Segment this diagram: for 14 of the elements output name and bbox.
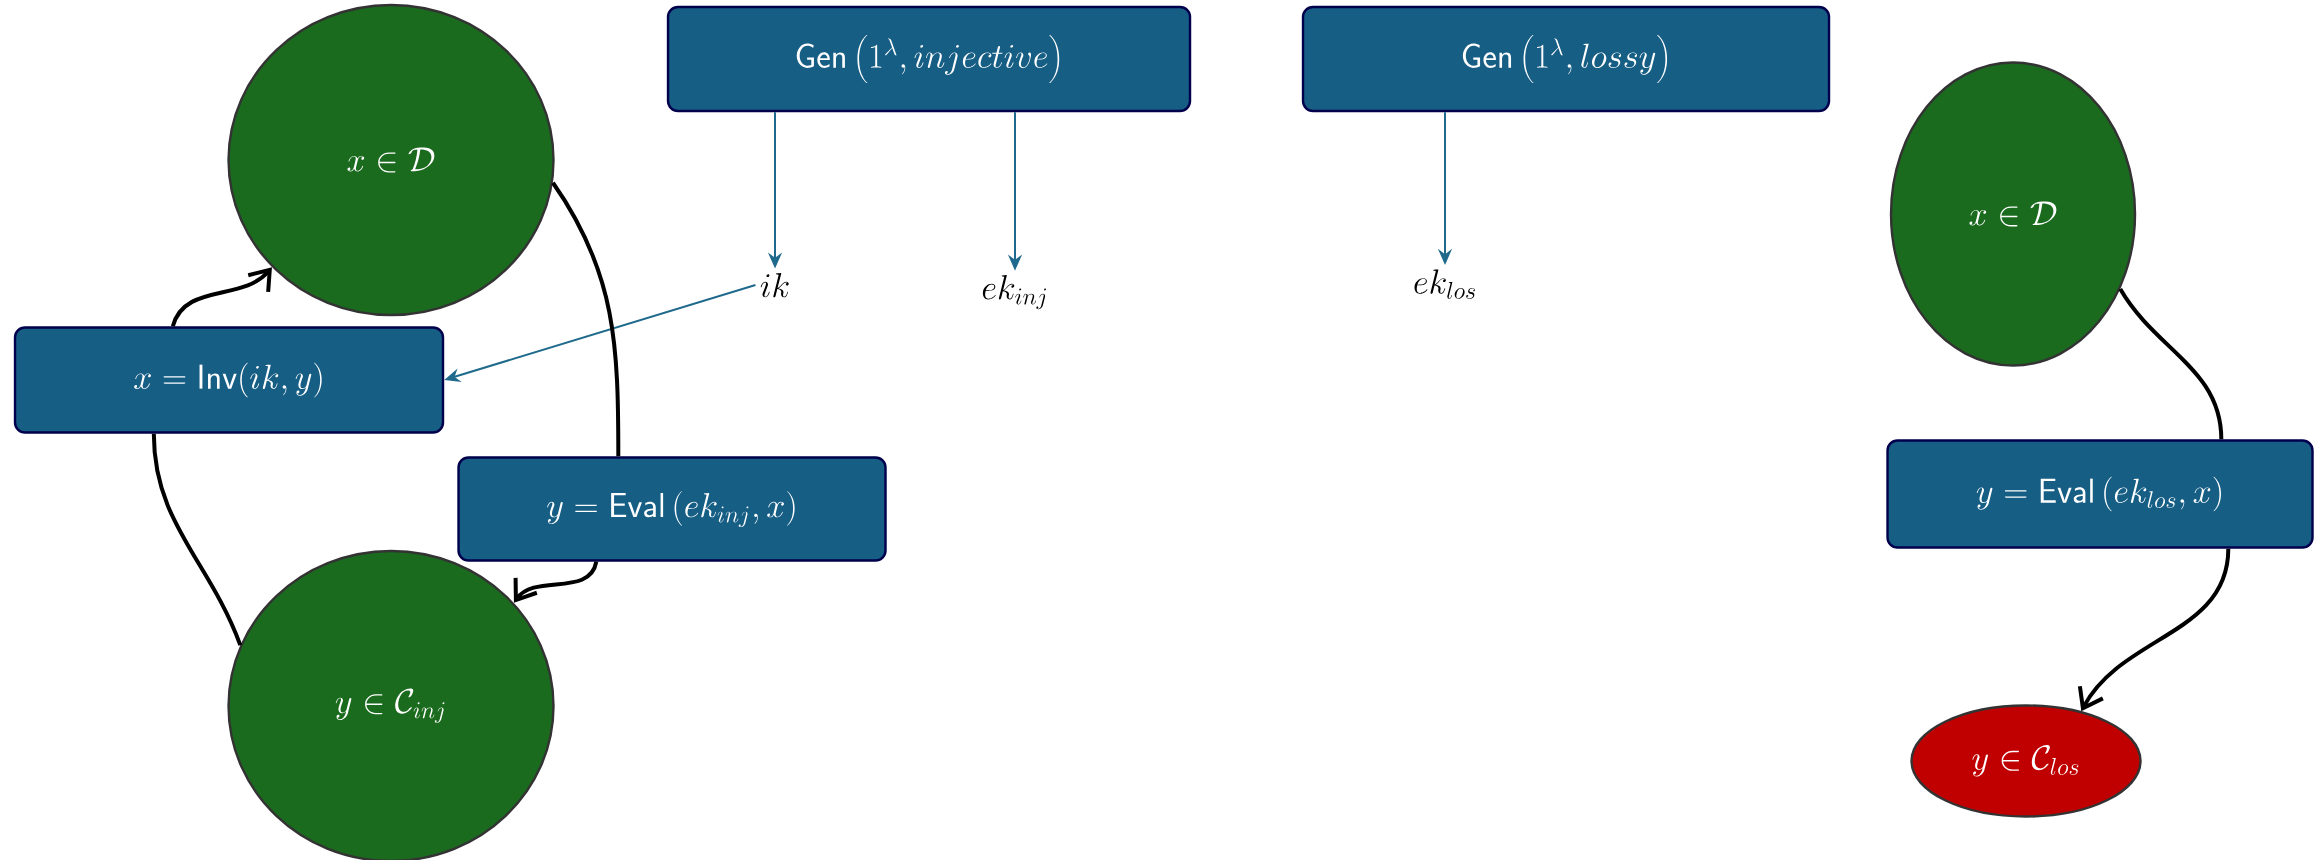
- key-label: $ek_{los}$: [1414, 269, 1475, 299]
- connector-line: [151, 433, 243, 646]
- key-label: $ik$: [760, 273, 789, 298]
- process-box: $y = \mathsf{Eval}\left(ek_{inj}, x\right)$: [457, 456, 887, 562]
- key-label: $ek_{inj}$: [982, 275, 1046, 310]
- connector-line: [551, 181, 621, 457]
- process-box: $\mathsf{Gen}\left(1^{\lambda}, lossy\right)$: [1301, 5, 1831, 113]
- arrow: [513, 561, 599, 603]
- connector-line: [2118, 288, 2224, 440]
- process-box: $\mathsf{Gen}\left(1^{\lambda}, injective\right)$: [666, 5, 1192, 113]
- process-box: $x = \mathsf{Inv}(ik, y)$: [13, 326, 445, 434]
- process-box: $y = \mathsf{Eval}\left(ek_{los}, x\right)$: [1886, 439, 2314, 549]
- arrow: [170, 267, 272, 328]
- arrow: [2077, 548, 2231, 712]
